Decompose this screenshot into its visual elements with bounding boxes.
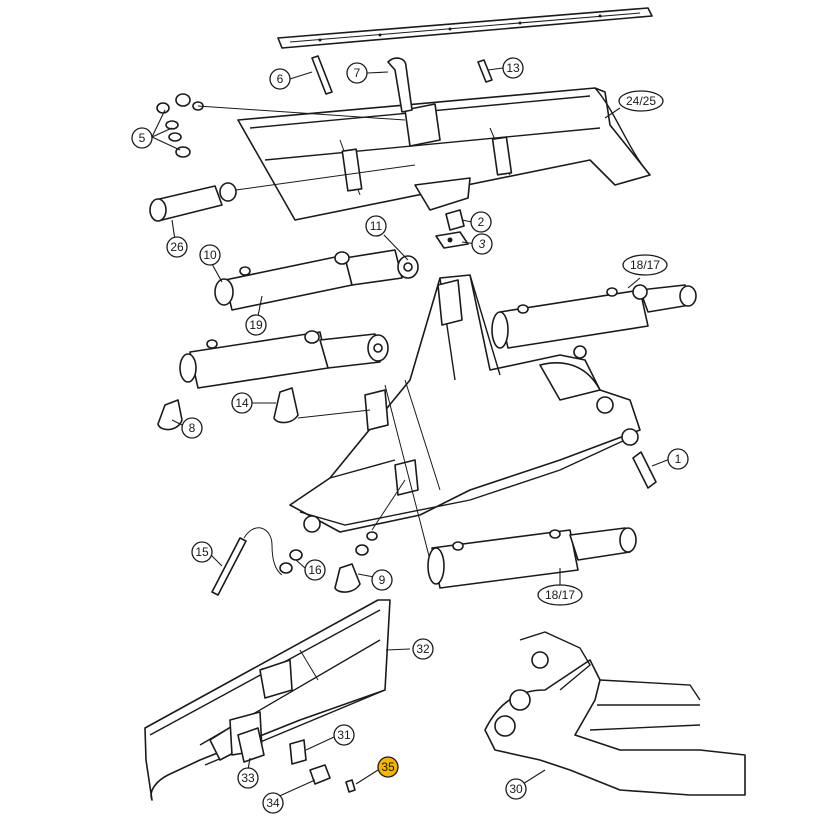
svg-text:8: 8 (189, 421, 196, 435)
svg-text:14: 14 (235, 396, 249, 410)
svg-text:18/17: 18/17 (630, 258, 660, 272)
svg-text:1: 1 (675, 452, 682, 466)
cutting-edge-strip (277, 7, 653, 49)
callout-16[interactable]: 16 (304, 559, 326, 581)
callout-30[interactable]: 30 (505, 778, 527, 800)
callout-9[interactable]: 9 (371, 569, 393, 591)
callout-2[interactable]: 2 (470, 211, 492, 233)
callout-15[interactable]: 15 (191, 541, 213, 563)
part-16 (279, 549, 303, 574)
callout-5[interactable]: 5 (131, 127, 153, 149)
cylinder-19-lower (179, 330, 389, 389)
callout-34[interactable]: 34 (262, 792, 284, 814)
svg-text:34: 34 (266, 796, 280, 810)
pin-8 (157, 399, 183, 431)
svg-text:35: 35 (381, 760, 395, 774)
upper-blade (237, 87, 651, 221)
hardware-5 (156, 93, 406, 158)
callout-8[interactable]: 8 (181, 417, 203, 439)
cylinder-18-17-lower (427, 527, 637, 589)
callout-35-highlight (377, 756, 399, 778)
svg-text:15: 15 (195, 545, 209, 559)
svg-text:5: 5 (139, 131, 146, 145)
cylinder-26 (149, 164, 416, 222)
pin-1 (632, 451, 657, 489)
svg-text:9: 9 (379, 573, 386, 587)
part-3 (435, 231, 469, 249)
bolt-35 (345, 779, 356, 793)
callout-33[interactable]: 33 (237, 767, 259, 789)
callout-11[interactable]: 11 (365, 215, 387, 237)
callout-26[interactable]: 26 (166, 236, 188, 258)
svg-text:13: 13 (506, 61, 520, 75)
callout-7[interactable]: 7 (346, 62, 368, 84)
svg-text:31: 31 (337, 728, 351, 742)
part-2 (445, 209, 465, 231)
callout-32[interactable]: 32 (412, 638, 434, 660)
svg-text:6: 6 (277, 72, 284, 86)
cylinder-19-upper (214, 249, 419, 311)
callout-31[interactable]: 31 (333, 724, 355, 746)
svg-text:18/17: 18/17 (545, 588, 575, 602)
svg-text:11: 11 (370, 219, 383, 233)
callout-14[interactable]: 14 (231, 392, 253, 414)
pin-6 (311, 55, 333, 95)
callout-35[interactable]: 35 (377, 756, 399, 778)
cylinder-18-17-upper (491, 284, 697, 349)
part-9 (334, 479, 406, 593)
svg-text:19: 19 (249, 318, 263, 332)
callout-13[interactable]: 13 (502, 57, 524, 79)
callout-10[interactable]: 10 (199, 244, 221, 266)
callout-6[interactable]: 6 (269, 68, 291, 90)
part-31 (289, 739, 307, 765)
part-34 (309, 764, 331, 785)
part-33 (237, 727, 265, 763)
mount-30 (484, 631, 746, 796)
svg-text:26: 26 (170, 240, 184, 254)
pin-14 (273, 387, 371, 424)
main-frame (289, 274, 641, 561)
callout-24-25[interactable]: 24/25 (618, 90, 664, 112)
callout-19[interactable]: 19 (245, 314, 267, 336)
svg-text:24/25: 24/25 (626, 94, 656, 108)
svg-text:33: 33 (241, 771, 255, 785)
svg-text:32: 32 (416, 642, 430, 656)
callout-18-17-upper[interactable]: 18/17 (622, 254, 668, 276)
callout-18-17-lower[interactable]: 18/17 (537, 584, 583, 606)
svg-text:3: 3 (479, 237, 486, 251)
pin-15 (211, 527, 283, 596)
svg-text:2: 2 (478, 215, 485, 229)
callout-3[interactable]: 3 (471, 233, 493, 255)
pin-13 (477, 59, 493, 83)
svg-text:10: 10 (203, 248, 217, 262)
svg-text:7: 7 (354, 66, 361, 80)
svg-text:16: 16 (308, 563, 322, 577)
lower-blade-32 (144, 599, 391, 801)
callout-1[interactable]: 1 (667, 448, 689, 470)
svg-text:30: 30 (509, 782, 523, 796)
pin-7 (387, 57, 413, 113)
